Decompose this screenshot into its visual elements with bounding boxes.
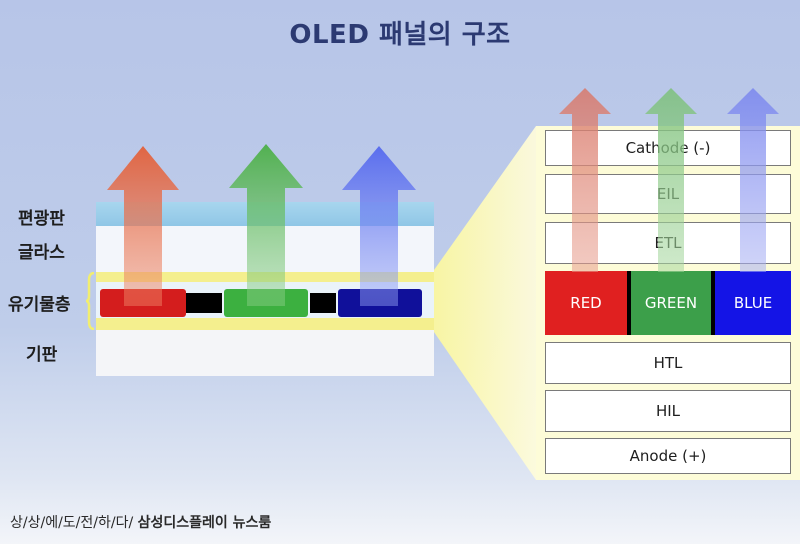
green-subpixel [224, 289, 308, 317]
black-matrix [186, 293, 222, 313]
label-substrate: 기판 [26, 345, 58, 365]
cell-separator [711, 271, 715, 335]
eil-layer: EIL [545, 174, 791, 214]
footer-credit: 상/상/에/도/전/하/다/ 삼성디스플레이 뉴스룸 [10, 512, 271, 532]
label-glass: 글라스 [18, 243, 65, 263]
blue-subpixel [338, 289, 422, 317]
cell-separator [627, 271, 631, 335]
organic-highlight-bottom [96, 318, 434, 330]
hil-layer: HIL [545, 390, 791, 432]
substrate-layer [96, 330, 434, 376]
polarizer-layer [96, 202, 434, 226]
htl-layer: HTL [545, 342, 791, 384]
cathode-layer: Cathode (-) [545, 130, 791, 166]
label-polarizer: 편광판 [18, 209, 65, 229]
footer-brand: 삼성디스플레이 뉴스룸 [137, 515, 272, 531]
diagram-title: OLED 패널의 구조 [289, 20, 511, 50]
red-subpixel [100, 289, 186, 317]
footer-tagline: 상/상/에/도/전/하/다/ [10, 515, 134, 531]
organic-layer-brace [86, 272, 95, 330]
organic-highlight-top [96, 272, 434, 282]
red-emission-cell: RED [545, 271, 627, 335]
green-emission-cell: GREEN [631, 271, 711, 335]
etl-layer: ETL [545, 222, 791, 264]
black-matrix [310, 293, 336, 313]
blue-emission-cell: BLUE [715, 271, 791, 335]
left-panel-stack [96, 202, 434, 376]
anode-layer: Anode (+) [545, 438, 791, 474]
label-organic-layer: 유기물층 [8, 295, 71, 315]
glass-layer [96, 226, 434, 274]
